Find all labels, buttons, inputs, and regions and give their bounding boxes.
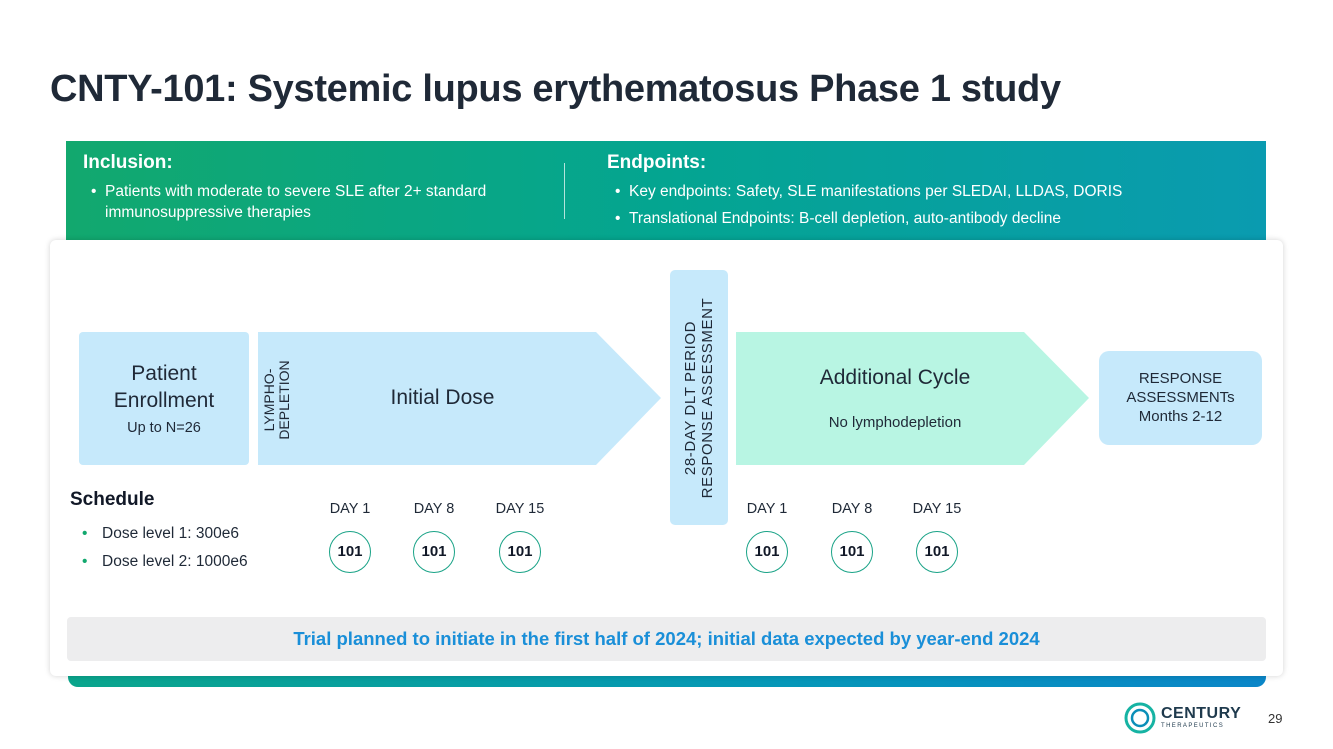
response-line2: ASSESSMENTs: [1126, 389, 1235, 406]
schedule-list: Dose level 1: 300e6 Dose level 2: 1000e6: [82, 520, 248, 576]
endpoint-bullet-key: Key endpoints: Safety, SLE manifestation…: [607, 181, 1257, 202]
endpoints-list: Key endpoints: Safety, SLE manifestation…: [607, 181, 1257, 229]
dlt-line1: 28-DAY DLT PERIOD: [682, 320, 699, 475]
endpoint-bullet-translational: Translational Endpoints: B-cell depletio…: [607, 208, 1257, 229]
additional-cycle-arrow: [736, 332, 1089, 465]
page-number: 29: [1268, 711, 1283, 726]
cycle2-dose-circle: 101: [746, 531, 788, 573]
cycle1-day-label: DAY 8: [413, 501, 455, 517]
cycle1-day-label: DAY 1: [329, 501, 371, 517]
endpoints-heading: Endpoints:: [607, 152, 707, 173]
dlt-period-box: 28-DAY DLT PERIOD RESPONSE ASSESSMENT: [670, 270, 728, 525]
schedule-item: Dose level 1: 300e6: [82, 520, 248, 548]
enrollment-count: Up to N=26: [127, 420, 201, 436]
inclusion-list: Patients with moderate to severe SLE aft…: [83, 181, 513, 223]
response-line1: RESPONSE: [1138, 370, 1223, 387]
trial-timeline-note: Trial planned to initiate in the first h…: [67, 617, 1266, 661]
cycle2-dose-circle: 101: [916, 531, 958, 573]
page-title: CNTY-101: Systemic lupus erythematosus P…: [50, 68, 1061, 110]
inclusion-heading: Inclusion:: [83, 152, 173, 173]
logo-name: CENTURY: [1161, 705, 1242, 722]
schedule-item: Dose level 2: 1000e6: [82, 548, 248, 576]
schedule-heading: Schedule: [70, 489, 155, 510]
century-logo: CENTURY THERAPEUTICS: [1123, 701, 1253, 737]
century-logo-icon: [1124, 702, 1156, 734]
cycle2-day-label: DAY 1: [746, 501, 788, 517]
initial-dose-arrow: [258, 332, 661, 465]
study-design-panel: [50, 240, 1283, 676]
lympho-line2: DEPLETION: [276, 360, 292, 440]
lymphodepletion-label: LYMPHO- DEPLETION: [257, 352, 297, 448]
inclusion-endpoints-banner: Inclusion: Patients with moderate to sev…: [66, 141, 1266, 241]
patient-enrollment-box: Patient Enrollment Up to N=26: [79, 332, 249, 465]
dlt-line2: RESPONSE ASSESSMENT: [699, 297, 716, 498]
enrollment-line1: Patient: [131, 362, 197, 385]
response-line3: Months 2-12: [1138, 408, 1223, 425]
enrollment-line2: Enrollment: [113, 389, 215, 412]
cycle2-dose-circle: 101: [831, 531, 873, 573]
cycle2-day-label: DAY 8: [831, 501, 873, 517]
banner-divider: [564, 163, 565, 219]
inclusion-bullet: Patients with moderate to severe SLE aft…: [83, 181, 513, 223]
lympho-line1: LYMPHO-: [261, 368, 277, 432]
cycle2-day-label: DAY 15: [912, 501, 962, 517]
additional-cycle-title: Additional Cycle: [819, 366, 971, 389]
cycle1-dose-circle: 101: [329, 531, 371, 573]
initial-dose-label: Initial Dose: [390, 386, 495, 409]
additional-cycle-subtitle: No lymphodepletion: [828, 414, 962, 431]
cycle1-day-label: DAY 15: [495, 501, 545, 517]
response-assessments-box: RESPONSE ASSESSMENTs Months 2-12: [1099, 351, 1262, 445]
logo-subtitle: THERAPEUTICS: [1161, 723, 1225, 729]
cycle1-dose-circle: 101: [413, 531, 455, 573]
cycle1-dose-circle: 101: [499, 531, 541, 573]
